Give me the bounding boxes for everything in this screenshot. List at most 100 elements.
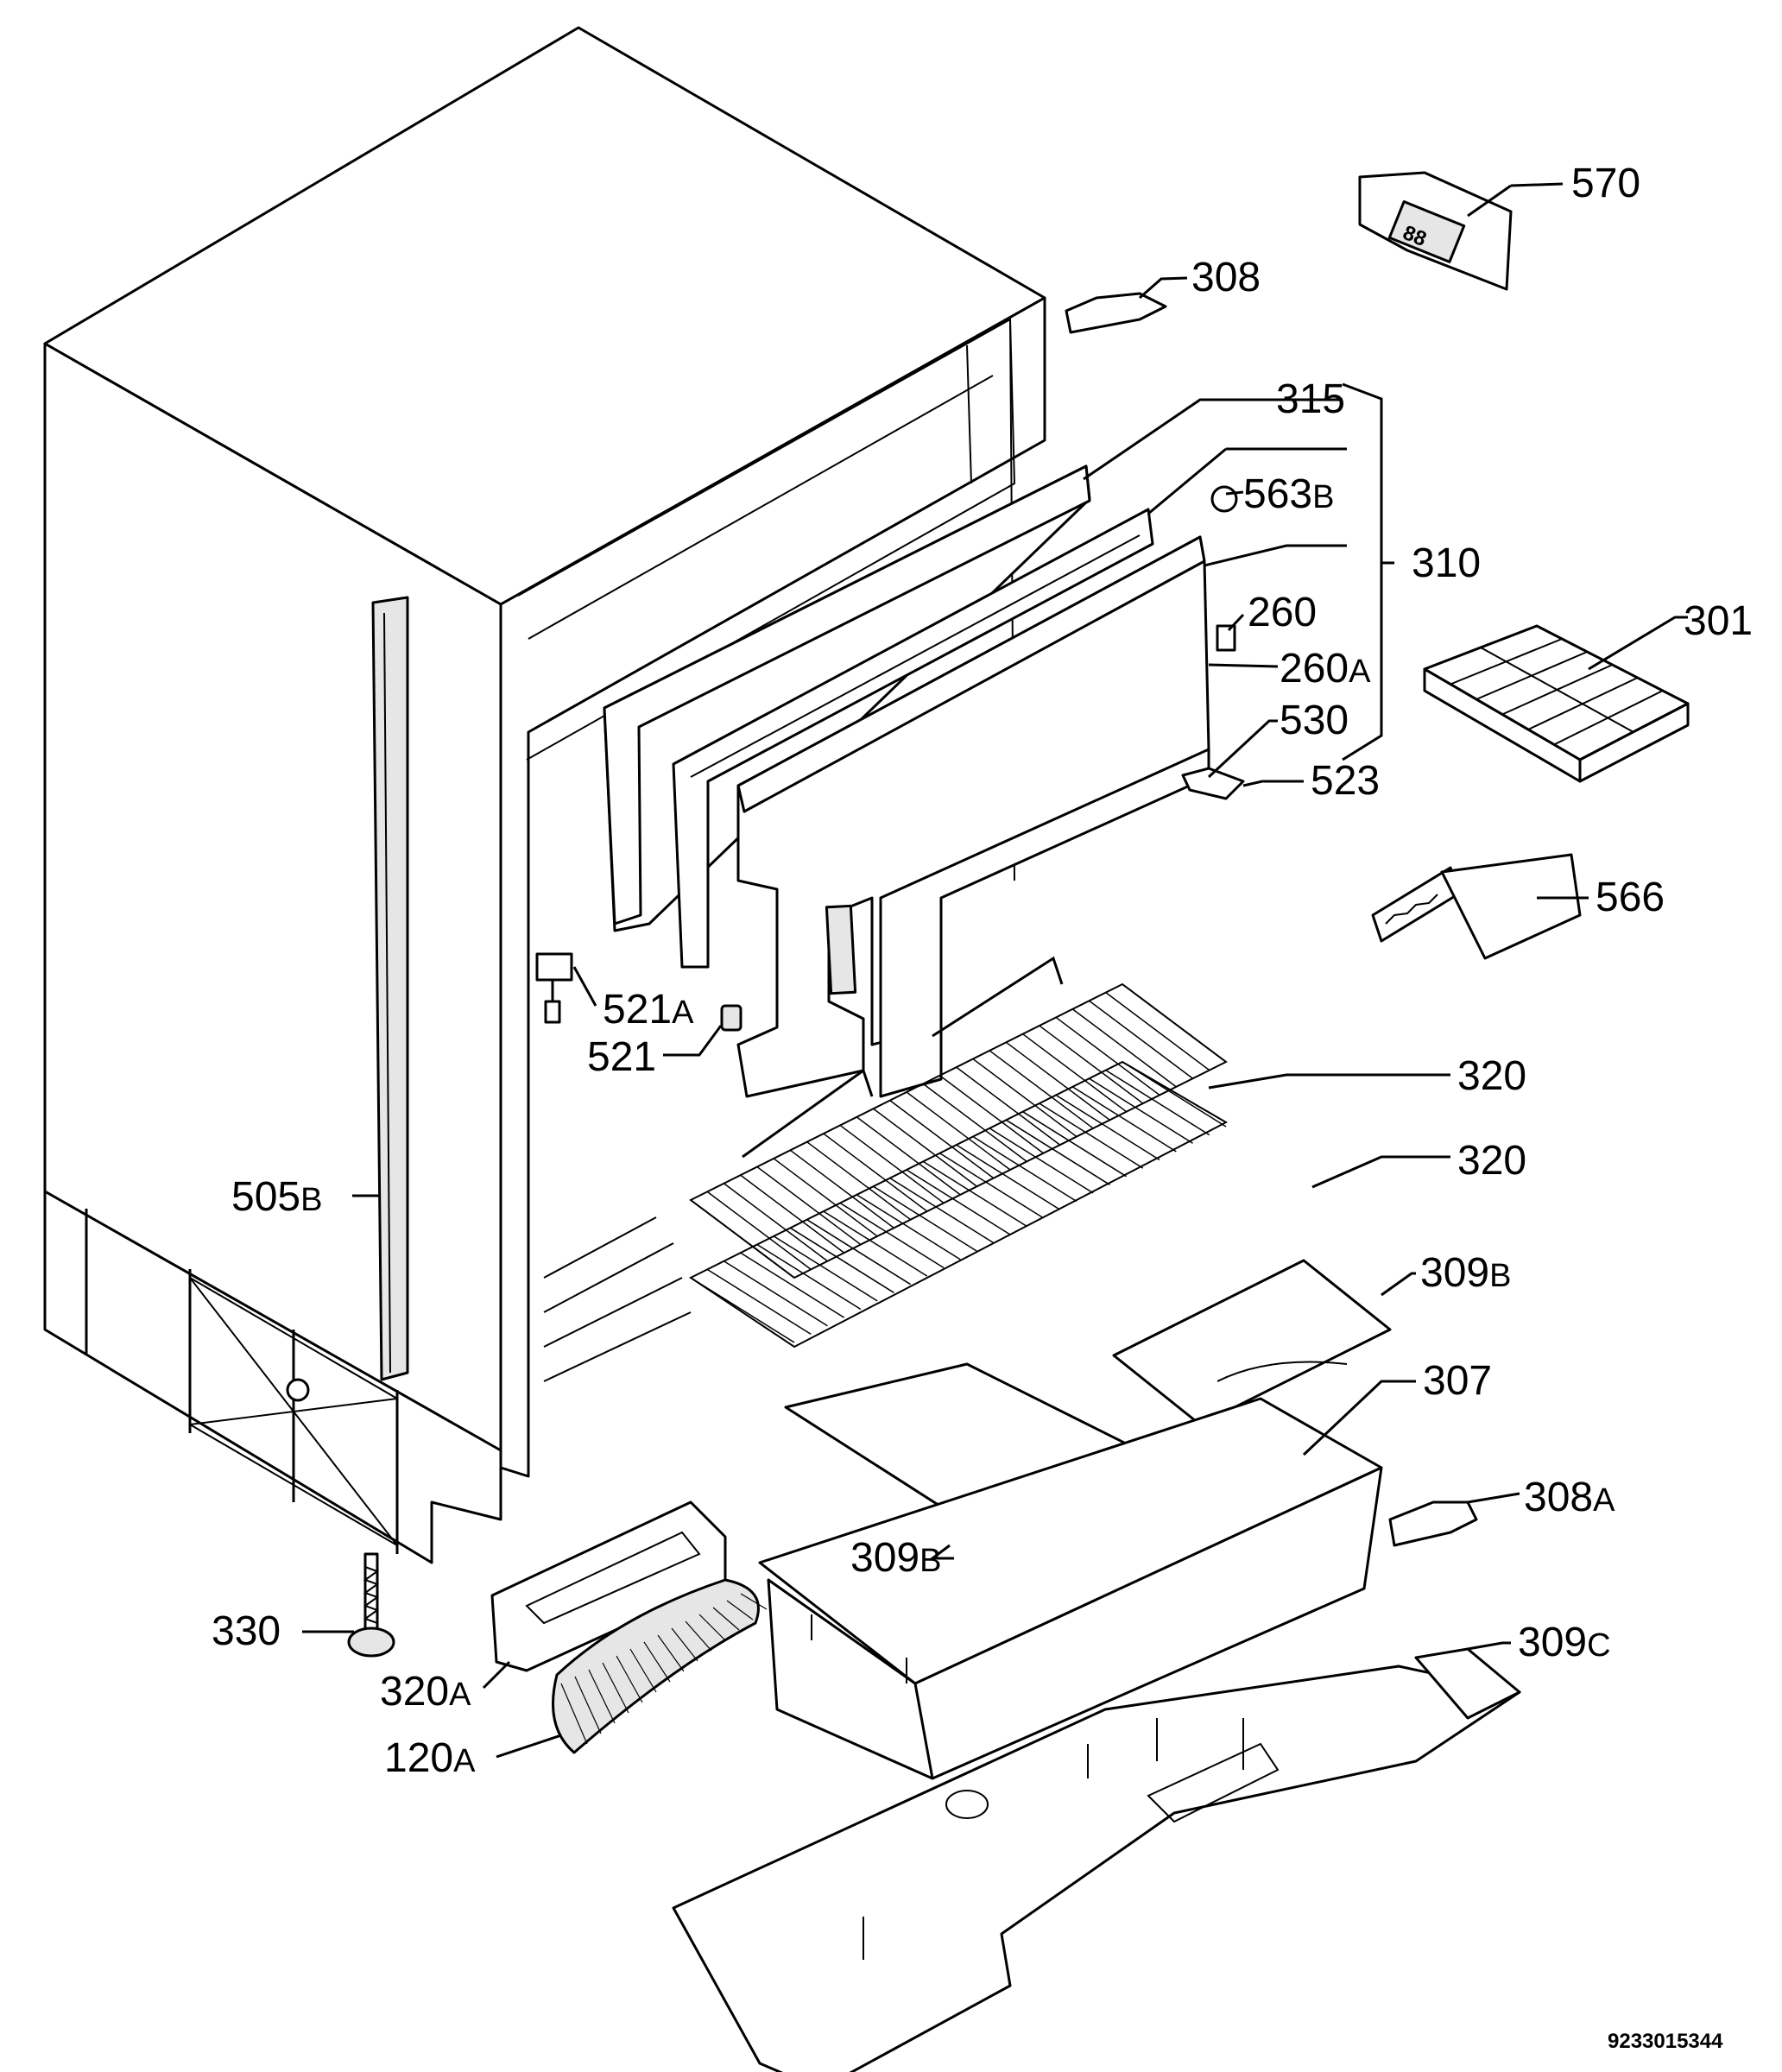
hatch-line — [839, 1202, 945, 1269]
hatch-line — [756, 1166, 862, 1246]
hatch-line — [1071, 1086, 1177, 1153]
thermostat-display-570: 88 — [1358, 171, 1513, 291]
hatch-line — [690, 1199, 795, 1279]
label-308a: 308A — [1524, 1475, 1615, 1520]
part-521 — [720, 1004, 742, 1032]
label-320a: 320A — [380, 1669, 471, 1715]
hatch-line — [1105, 992, 1210, 1071]
door-assembly — [603, 464, 1210, 1098]
hatch-line — [989, 1050, 1094, 1129]
hatch-line — [1022, 1033, 1128, 1113]
hatch-line — [856, 1194, 961, 1260]
part-260 — [1216, 624, 1236, 652]
label-308: 308 — [1191, 255, 1261, 300]
hatch-line — [1480, 647, 1634, 733]
hatch-line — [588, 1669, 616, 1724]
document-number: 9233015344 — [1608, 2030, 1723, 2053]
label-505b: 505B — [231, 1174, 322, 1220]
hatch-line — [823, 1133, 928, 1212]
hatch-line — [789, 1149, 894, 1229]
hinge-308a — [1388, 1500, 1478, 1547]
hatch-line — [690, 1277, 795, 1343]
hatch-line — [706, 1191, 812, 1270]
hatch-line — [972, 1058, 1077, 1138]
label-521: 521 — [587, 1034, 656, 1080]
label-320-lower: 320 — [1457, 1138, 1526, 1184]
hatch-line — [873, 1108, 977, 1187]
hatch-line — [1071, 1008, 1177, 1088]
hatch-line — [629, 1648, 657, 1693]
hatch-line — [706, 1268, 812, 1336]
refrigerator-cabinet — [43, 26, 1046, 1564]
hatch-line — [1055, 1016, 1160, 1096]
label-523: 523 — [1311, 758, 1380, 804]
hatch-line — [889, 1100, 995, 1179]
label-315: 315 — [1276, 376, 1345, 422]
leader-lines — [302, 182, 1688, 1759]
adjustable-foot-330 — [347, 1552, 395, 1658]
hatch-line — [906, 1169, 1011, 1235]
label-120a: 120A — [384, 1735, 476, 1781]
hatch-line — [574, 1676, 602, 1734]
hatch-line — [939, 1075, 1044, 1154]
label-310: 310 — [1412, 540, 1481, 586]
hatch-line — [643, 1641, 671, 1683]
hatch-line — [1055, 1094, 1160, 1161]
label-309b-left: 309B — [850, 1535, 941, 1581]
label-260a: 260A — [1280, 646, 1371, 692]
label-330: 330 — [212, 1608, 281, 1654]
bottom-tray — [672, 1647, 1521, 2072]
hatch-line — [602, 1662, 629, 1714]
label-260: 260 — [1248, 590, 1317, 635]
hatch-line — [685, 1620, 712, 1652]
hatch-line — [712, 1607, 740, 1631]
label-307: 307 — [1423, 1358, 1492, 1404]
hatch-line — [560, 1683, 588, 1745]
label-320-upper: 320 — [1457, 1053, 1526, 1099]
label-570: 570 — [1571, 161, 1640, 206]
hatch-line — [756, 1243, 862, 1311]
hatch-line — [906, 1091, 1011, 1171]
vent-grille-120a — [552, 1578, 768, 1754]
hatch-line — [1022, 1111, 1128, 1178]
label-563b: 563B — [1243, 471, 1334, 517]
ice-scraper-566 — [1371, 853, 1582, 960]
label-566: 566 — [1596, 875, 1665, 920]
hatch-line — [1005, 1041, 1110, 1121]
label-301: 301 — [1684, 598, 1753, 644]
part-labels: 570 308 315 563B 310 260 301 260A 530 52… — [212, 161, 1753, 1781]
hatch-line — [1039, 1025, 1144, 1104]
hatch-line — [740, 1252, 845, 1318]
hatch-line — [671, 1627, 698, 1662]
label-521a: 521A — [603, 987, 694, 1033]
hatch-line — [724, 1260, 828, 1327]
crisper-drawer — [758, 1397, 1383, 1780]
hatch-line — [1005, 1119, 1110, 1185]
hatch-line — [657, 1634, 685, 1672]
hatch-line — [922, 1083, 1027, 1162]
hatch-line — [806, 1141, 912, 1221]
hatch-line — [989, 1128, 1094, 1194]
hatch-line — [1089, 1077, 1193, 1144]
part-563b — [1210, 485, 1238, 513]
hatch-line — [922, 1160, 1027, 1228]
hatch-line — [698, 1614, 726, 1641]
hatch-line — [740, 1593, 768, 1610]
hatch-line — [806, 1219, 912, 1286]
hatch-line — [1122, 1061, 1227, 1128]
hatch-line — [724, 1183, 828, 1262]
part-521a — [535, 952, 573, 1024]
hatch-line — [889, 1177, 995, 1244]
hinge-308 — [1065, 292, 1167, 334]
wire-shelves — [689, 956, 1229, 1349]
hatch-line — [956, 1144, 1061, 1210]
part-523 — [1181, 767, 1245, 800]
hatch-line — [773, 1158, 878, 1237]
hatch-line — [616, 1655, 643, 1703]
hatch-line — [1122, 983, 1227, 1063]
hatch-line — [823, 1210, 928, 1277]
label-309b-right: 309B — [1420, 1250, 1511, 1296]
label-530: 530 — [1280, 698, 1349, 743]
hatch-line — [789, 1227, 894, 1293]
label-309c: 309C — [1518, 1620, 1611, 1665]
